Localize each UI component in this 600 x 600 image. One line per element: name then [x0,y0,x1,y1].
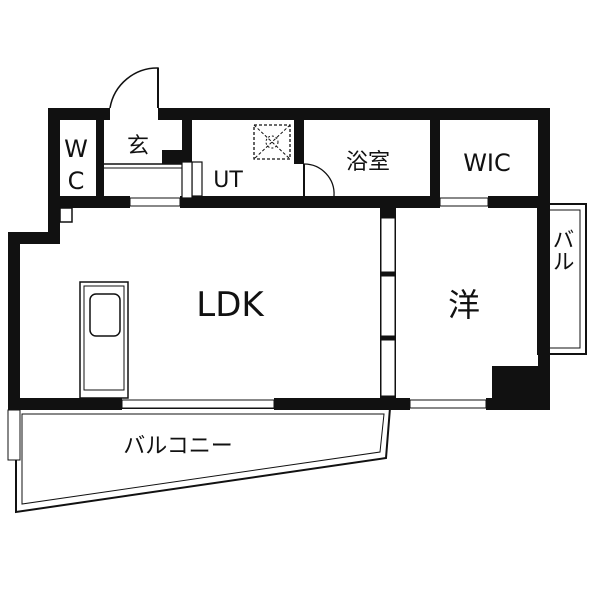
utility-cabinet [191,161,203,197]
washer-space [253,124,291,160]
entrance-cabinet [181,161,193,199]
wc-label-line1: W [64,135,88,163]
balcony-label: バルコニー [123,434,233,459]
western-room-label: 洋 [448,286,480,324]
entrance-door-swing [109,67,159,109]
openings [7,197,489,461]
bath-label: 浴室 [346,150,390,175]
wc-label-line2: C [68,167,85,195]
utility-label: UT [213,168,243,193]
balcony-inner-outline [21,413,385,505]
ldk-label: LDK [196,285,265,325]
kitchen-counter [79,281,129,399]
entrance-shoe-box [162,150,182,164]
entrance-label: 玄 [127,134,149,159]
sink [89,293,121,337]
bath-door-swing [303,163,335,197]
exterior-walls [8,108,550,460]
closet-label: WIC [463,149,511,177]
corner-box [59,207,73,223]
side-balcony-label: バル [549,228,574,272]
